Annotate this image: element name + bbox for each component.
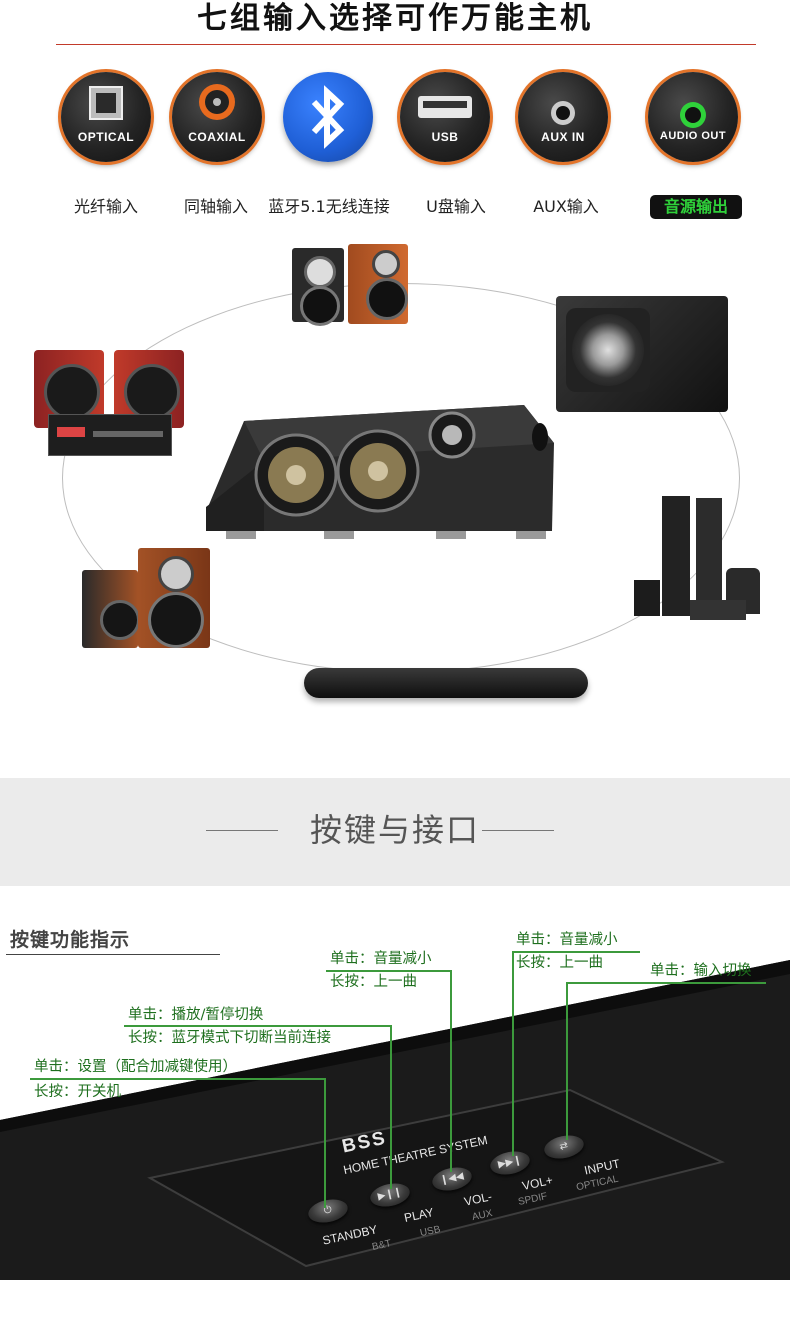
callout-vol-down-line2: 长按：上一曲 — [330, 974, 417, 990]
callout-play-line2: 长按：蓝牙模式下切断当前连接 — [128, 1030, 331, 1046]
callout-input-leader — [566, 982, 568, 1140]
input-label-bluetooth: 蓝牙5.1无线连接 — [268, 197, 390, 216]
callout-play-leader — [390, 1025, 392, 1189]
callout-standby-leader — [324, 1078, 326, 1208]
usb-port-icon: USB — [400, 72, 490, 162]
control-panel-image — [0, 960, 790, 1280]
callout-vol-up-line2: 长按：上一曲 — [516, 955, 603, 971]
callout-vol-up-line1: 单击：音量减小 — [516, 932, 618, 948]
coaxial-port-icon: COAXIAL — [172, 72, 262, 162]
input-label-coaxial: 同轴输入 — [183, 197, 248, 216]
input-label-aux: AUX输入 — [533, 197, 599, 216]
callout-vol-up-leader — [512, 951, 514, 1156]
banner-rule-left — [206, 830, 278, 831]
callout-standby-rule — [30, 1078, 326, 1080]
callout-standby-line1: 单击：设置（配合加减键使用） — [34, 1059, 237, 1075]
soundbar-image — [304, 668, 588, 698]
callout-vol-up-rule — [512, 951, 640, 953]
key-function-heading: 按键功能指示 — [10, 929, 131, 951]
center-speaker-product-image — [204, 403, 554, 543]
ktv-amplifier-set-image — [34, 346, 184, 456]
callout-vol-down-leader — [450, 970, 452, 1172]
callout-vol-down-line1: 单击：音量减小 — [330, 951, 432, 967]
callout-standby-line2: 长按：开关机 — [34, 1084, 121, 1100]
bookshelf-speakers-image — [282, 244, 414, 326]
aux-port-icon: AUX IN — [518, 72, 608, 162]
banner-rule-right — [482, 830, 554, 831]
input-label-audio-out: 音源输出 — [650, 195, 742, 219]
page-title: 七组输入选择可作万能主机 — [197, 1, 593, 36]
key-function-heading-rule — [6, 954, 220, 955]
section-banner — [0, 778, 790, 886]
input-label-optical: 光纤输入 — [73, 197, 138, 216]
optical-port-icon: OPTICAL — [61, 72, 151, 162]
callout-vol-down-rule — [326, 970, 452, 972]
title-divider — [56, 44, 756, 45]
audio-out-port-icon: AUDIO OUT — [648, 72, 738, 162]
callout-input-line1: 单击：输入切换 — [650, 963, 752, 979]
home-theatre-set-image — [634, 496, 764, 622]
callout-input-rule — [566, 982, 766, 984]
bluetooth-icon — [283, 72, 373, 162]
section-title: 按键与接口 — [309, 811, 480, 849]
callout-play-line1: 单击：播放/暂停切换 — [128, 1007, 264, 1023]
subwoofer-image — [556, 296, 728, 412]
callout-play-rule — [124, 1025, 392, 1027]
wooden-bookshelf-speakers-image — [82, 548, 212, 652]
input-label-usb: U盘输入 — [426, 197, 486, 216]
